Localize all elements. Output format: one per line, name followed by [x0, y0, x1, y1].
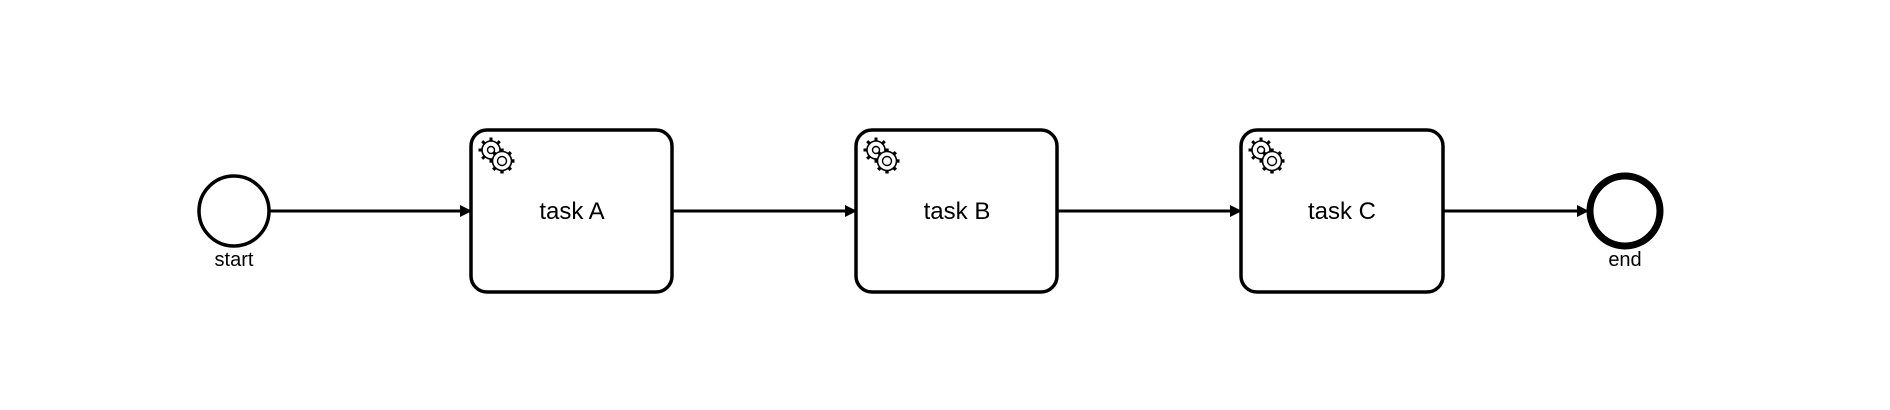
- end-event-circle: [1586, 172, 1664, 250]
- start-event-label: start: [215, 249, 254, 271]
- end-event[interactable]: [1586, 172, 1664, 250]
- task-b[interactable]: task B: [854, 128, 1059, 294]
- task-c-label: task C: [1308, 198, 1376, 225]
- task-c[interactable]: task C: [1239, 128, 1445, 294]
- task-c-box: [1239, 128, 1445, 294]
- start-event[interactable]: [197, 174, 271, 248]
- start-event-circle: [197, 174, 271, 248]
- end-event-label: end: [1608, 249, 1641, 271]
- task-b-box: [854, 128, 1059, 294]
- task-a-box: [469, 128, 674, 294]
- task-a[interactable]: task A: [469, 128, 674, 294]
- task-b-label: task B: [924, 198, 991, 225]
- task-a-label: task A: [539, 198, 604, 225]
